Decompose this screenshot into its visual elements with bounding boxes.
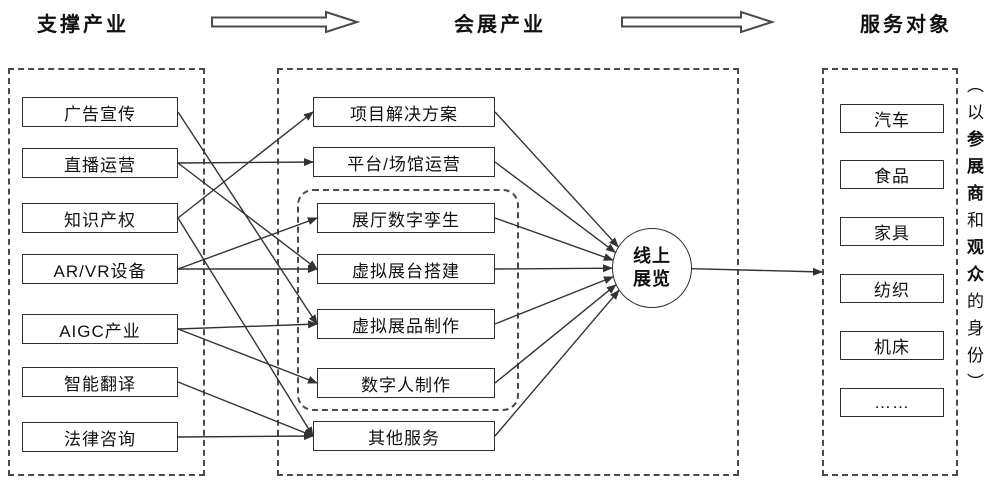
note-text: 的身份） bbox=[964, 292, 983, 400]
node-textile: 纺织 bbox=[840, 274, 944, 303]
node-advertising: 广告宣传 bbox=[22, 97, 178, 127]
node-project-solutions: 项目解决方案 bbox=[313, 97, 495, 127]
node-smart-translation: 智能翻译 bbox=[22, 367, 178, 397]
node-virtual-booth: 虚拟展台搭建 bbox=[317, 254, 495, 284]
node-ellipsis: …… bbox=[840, 388, 944, 417]
node-machine-tools: 机床 bbox=[840, 331, 944, 360]
node-legal-consulting: 法律咨询 bbox=[22, 422, 178, 452]
node-label: 智能翻译 bbox=[64, 374, 136, 394]
service-target-panel bbox=[822, 68, 958, 476]
node-virtual-exhibit: 虚拟展品制作 bbox=[317, 309, 495, 339]
node-label: …… bbox=[874, 392, 910, 412]
node-digital-human: 数字人制作 bbox=[317, 368, 495, 398]
node-other-services: 其他服务 bbox=[313, 421, 495, 451]
node-label: 数字人制作 bbox=[361, 375, 451, 395]
node-furniture: 家具 bbox=[840, 217, 944, 246]
node-label: 展厅数字孪生 bbox=[352, 210, 460, 230]
node-label: 其他服务 bbox=[368, 428, 440, 448]
flow-arrow-icon bbox=[621, 10, 775, 34]
note-text: （以 bbox=[964, 76, 983, 130]
node-label: 平台/场馆运营 bbox=[347, 154, 461, 174]
circle-label-line1: 线上 bbox=[633, 245, 671, 266]
audience-role-note: （以参展商和观众的身份） bbox=[958, 76, 988, 476]
node-label: 机床 bbox=[874, 338, 910, 357]
node-label: 知识产权 bbox=[64, 210, 136, 230]
note-exhibitor: 参展商 bbox=[964, 130, 983, 211]
header-service-target: 服务对象 bbox=[860, 14, 952, 36]
header-supporting-industry: 支撑产业 bbox=[37, 14, 129, 36]
node-label: 汽车 bbox=[874, 111, 910, 130]
node-digital-twin-hall: 展厅数字孪生 bbox=[317, 203, 495, 233]
node-arvr-devices: AR/VR设备 bbox=[22, 254, 178, 284]
node-online-exhibition: 线上 展览 bbox=[612, 228, 692, 308]
header-exhibition-industry: 会展产业 bbox=[454, 14, 546, 36]
node-intellectual-property: 知识产权 bbox=[22, 203, 178, 233]
node-label: 虚拟展台搭建 bbox=[352, 261, 460, 281]
node-label: 虚拟展品制作 bbox=[352, 316, 460, 336]
node-aigc-industry: AIGC产业 bbox=[22, 314, 178, 344]
node-platform-venue-ops: 平台/场馆运营 bbox=[313, 147, 495, 177]
node-label: 直播运营 bbox=[64, 155, 136, 175]
node-label: AR/VR设备 bbox=[53, 261, 147, 281]
node-food: 食品 bbox=[840, 160, 944, 189]
node-label: 法律咨询 bbox=[64, 429, 136, 449]
circle-label-line2: 展览 bbox=[633, 269, 671, 289]
flow-arrow-icon bbox=[211, 10, 360, 34]
note-audience: 观众 bbox=[964, 238, 983, 292]
note-text: 和 bbox=[964, 211, 983, 238]
node-label: 食品 bbox=[874, 167, 910, 186]
node-label: 纺织 bbox=[874, 281, 910, 300]
node-label: 广告宣传 bbox=[64, 104, 136, 124]
node-label: 项目解决方案 bbox=[350, 104, 458, 124]
node-livestream-ops: 直播运营 bbox=[22, 148, 178, 178]
node-label: 家具 bbox=[874, 224, 910, 243]
node-label: AIGC产业 bbox=[59, 321, 141, 341]
node-automobile: 汽车 bbox=[840, 104, 944, 133]
